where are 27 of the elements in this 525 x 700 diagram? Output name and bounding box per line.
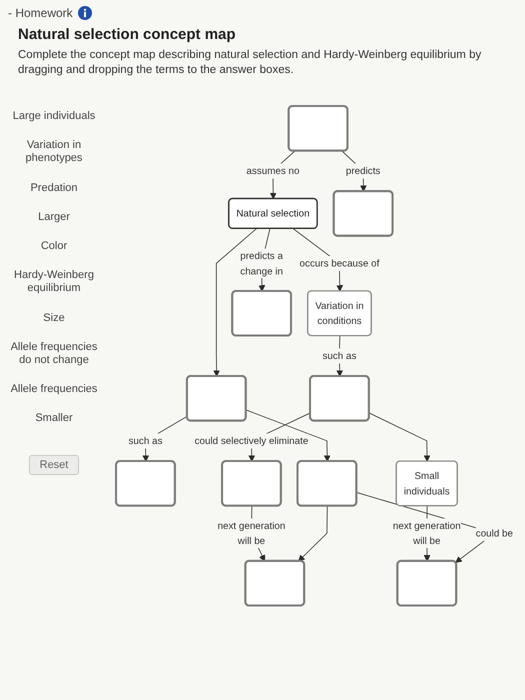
- term-label: Hardy-Weinberg equilibrium: [13, 269, 95, 296]
- term-label: Allele frequencies: [10, 383, 98, 396]
- title: Natural selection concept map: [18, 26, 236, 43]
- edge-label: occurs because of: [300, 257, 380, 269]
- edge-label: assumes no: [246, 165, 300, 176]
- arrow: [368, 412, 430, 462]
- term-label: Size: [43, 312, 65, 325]
- header-text: - Homework: [8, 6, 73, 20]
- term-label: Color: [40, 240, 68, 254]
- arrow: [213, 228, 257, 377]
- instruction-text: Complete the concept map describing natural selection and Hardy-Weinberg equilibrium by dragging and dropping the terms to the answer boxes.: [18, 48, 482, 78]
- term-label: Smaller: [35, 412, 73, 426]
- edge-label: predicts: [346, 165, 380, 176]
- arrow: [298, 506, 328, 562]
- term-label: Allele frequencies do not change: [10, 340, 98, 368]
- edge-label: could selectively eliminate: [194, 434, 308, 446]
- edge-label: next generation will be: [392, 520, 461, 546]
- term-label: Large individuals: [12, 110, 96, 124]
- edge-label: predicts a change in: [240, 250, 283, 276]
- edge-label: such as: [322, 350, 356, 362]
- edge-label: next generation will be: [218, 520, 286, 546]
- term-label: Larger: [38, 210, 70, 224]
- edge-label: could be: [476, 527, 513, 539]
- term-label: Variation in phenotypes: [24, 139, 84, 166]
- edge-label: such as: [128, 434, 162, 446]
- term-label: Predation: [30, 182, 78, 195]
- reset-button: Reset: [28, 455, 80, 476]
